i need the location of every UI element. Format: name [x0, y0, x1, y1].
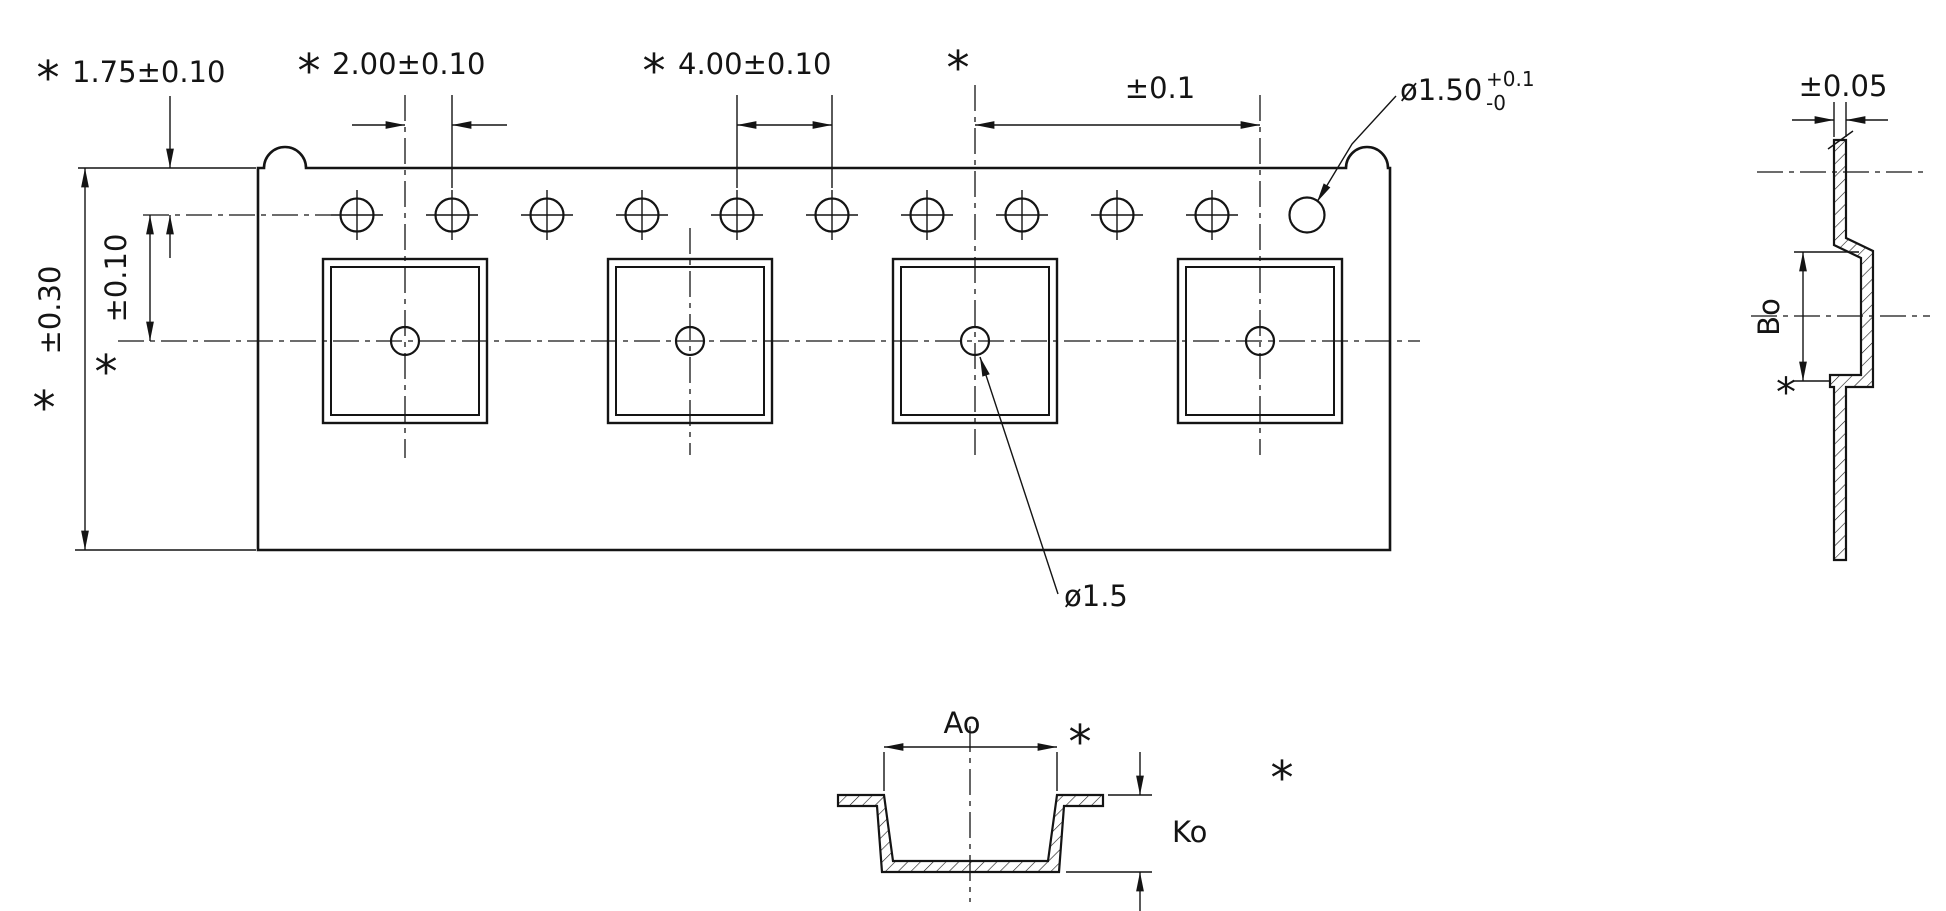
tape-section-profile — [1828, 138, 1875, 562]
footnote-asterisk: * — [37, 51, 60, 105]
dim-sprocket-hole-tol-plus: +0.1 — [1486, 67, 1535, 91]
dim-thickness-tol: ±0.05 — [1799, 69, 1888, 103]
extension-lines — [883, 752, 1152, 873]
footnote-asterisk: * — [1271, 751, 1294, 805]
tape-section-view: ±0.05 Bo * — [1751, 69, 1930, 562]
dim-hole-pitch: 4.00±0.10 — [678, 47, 831, 81]
footnote-asterisk: * — [95, 345, 118, 399]
dim-pocket-depth: Ko — [1172, 815, 1207, 849]
tape-outline — [256, 145, 1392, 552]
pocket-leader-line — [979, 356, 1059, 595]
top-dimensions: * 1.75±0.10 * 2.00±0.10 * 4.00±0.10 * ±0… — [37, 41, 1535, 258]
footnote-asterisk: * — [1069, 715, 1092, 769]
dim-hole-to-pocket: 2.00±0.10 — [332, 47, 485, 81]
centerlines — [118, 85, 1420, 458]
section-centerlines — [1751, 171, 1930, 317]
dim-tape-width-tol: ±0.30 — [33, 266, 67, 355]
dim-sprocket-hole-tol-minus: -0 — [1486, 91, 1506, 115]
dim-hole-to-pocket-center-tol: ±0.10 — [99, 234, 133, 323]
dim-pocket-pitch-tol: ±0.1 — [1125, 71, 1195, 105]
pocket-section-profile — [836, 793, 1105, 874]
pocket-hole-callout: ø1.5 — [979, 356, 1128, 613]
dim-sprocket-hole-dia: ø1.50 — [1400, 73, 1482, 107]
extension-lines — [75, 95, 833, 551]
pocket-section-view: Ao * Ko * — [836, 706, 1294, 911]
left-dimensions: ±0.30 ±0.10 * * — [33, 168, 154, 550]
dim-pocket-center-hole-dia: ø1.5 — [1064, 579, 1128, 613]
dim-edge-to-hole: 1.75±0.10 — [72, 55, 225, 89]
footnote-asterisk: * — [947, 41, 970, 95]
footnote-asterisk: * — [33, 381, 56, 435]
section-end-tick — [1827, 130, 1854, 150]
hole-leader-line — [1316, 95, 1397, 203]
reference-sprocket-hole — [1288, 196, 1326, 234]
dim-pocket-length: Ao — [943, 706, 980, 740]
footnote-asterisk: * — [1776, 370, 1796, 416]
footnote-asterisk: * — [643, 44, 666, 98]
footnote-asterisk: * — [298, 44, 321, 98]
tape-top-view — [75, 85, 1420, 552]
dim-pocket-width: Bo — [1752, 298, 1786, 336]
